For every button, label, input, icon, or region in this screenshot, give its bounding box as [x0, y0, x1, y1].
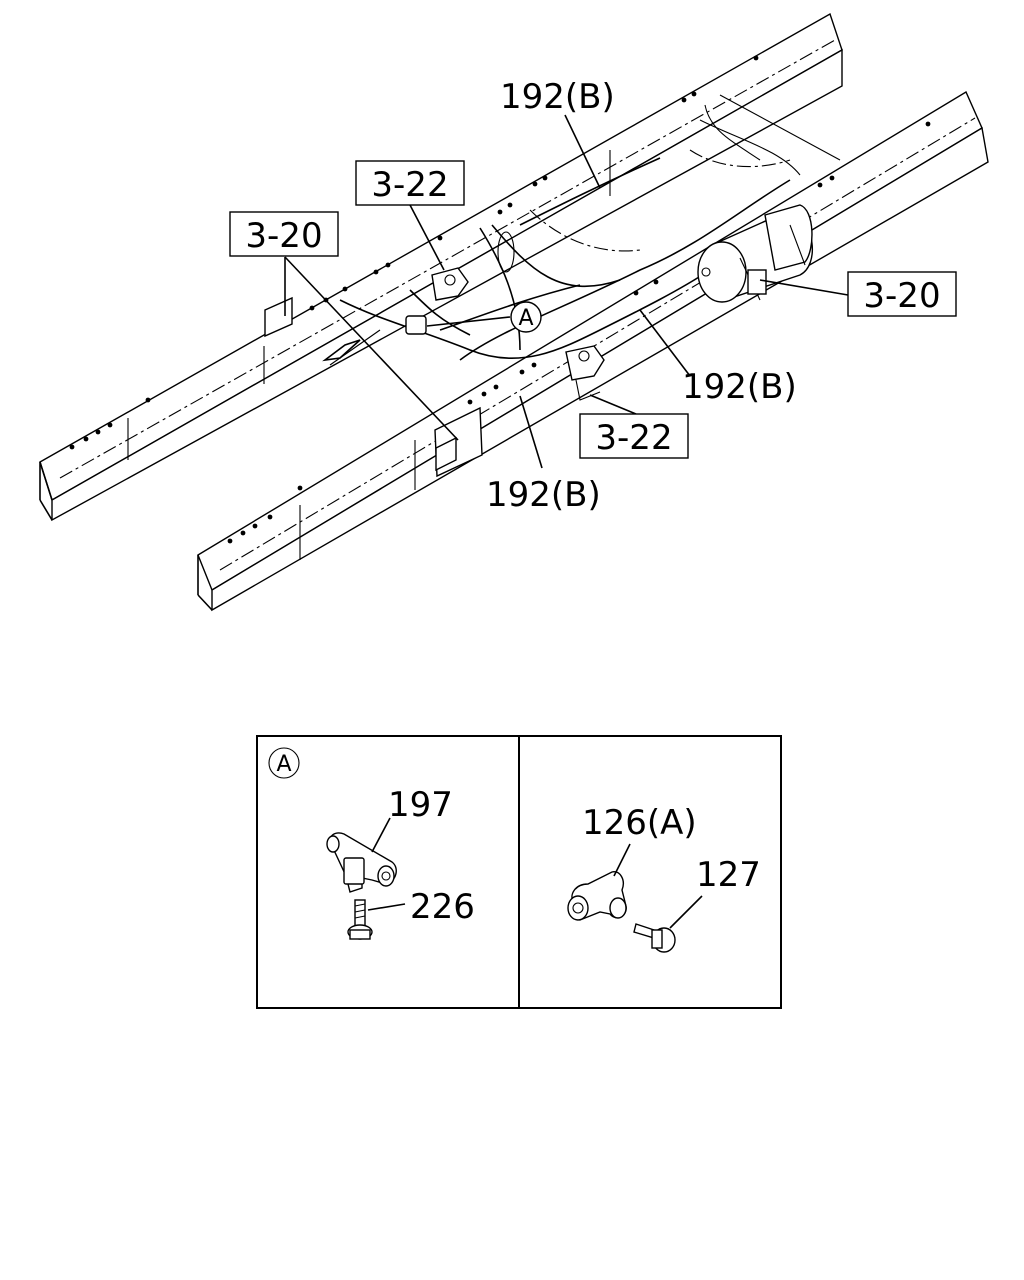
- leader-lines: [284, 114, 849, 469]
- right-rail-holes: [227, 121, 931, 544]
- detail-box-marker: A: [268, 747, 300, 779]
- ref-3-22-bottom-text: 3-22: [595, 418, 672, 458]
- air-tank: [697, 204, 814, 303]
- detail-box: A 197 226 126(A): [256, 735, 782, 1009]
- flange-bolt-127: [633, 895, 703, 953]
- hose-label-right: 192(B): [682, 367, 797, 407]
- hose-label-top: 192(B): [500, 77, 615, 117]
- bolt-226: [347, 899, 406, 940]
- part-label-226: 226: [410, 887, 475, 927]
- hose-label-bottom: 192(B): [486, 475, 601, 515]
- tee-connector-126a: [567, 843, 631, 921]
- ref-3-22-bottom[interactable]: 3-22: [579, 413, 689, 459]
- ref-3-20-left-text: 3-20: [245, 216, 322, 256]
- cross-members: [439, 94, 841, 361]
- detail-box-marker-text: A: [276, 752, 291, 777]
- tee-fitting-197: [326, 817, 397, 893]
- detail-marker-a: A: [510, 301, 542, 333]
- valve-bottom: [565, 345, 605, 401]
- ref-3-20-left[interactable]: 3-20: [229, 211, 339, 257]
- left-rail-holes: [69, 55, 759, 450]
- part-label-127: 127: [696, 855, 761, 895]
- tee-joint-a: [405, 315, 427, 335]
- valve-top: [431, 267, 469, 301]
- detail-marker-a-text: A: [518, 306, 533, 331]
- ref-3-20-right-text: 3-20: [863, 276, 940, 316]
- ref-3-22-top-text: 3-22: [371, 165, 448, 205]
- part-label-126a: 126(A): [582, 803, 697, 843]
- ref-3-20-right[interactable]: 3-20: [847, 271, 957, 317]
- air-hoses: [339, 157, 711, 359]
- part-label-197: 197: [388, 785, 453, 825]
- ref-3-22-top[interactable]: 3-22: [355, 160, 465, 206]
